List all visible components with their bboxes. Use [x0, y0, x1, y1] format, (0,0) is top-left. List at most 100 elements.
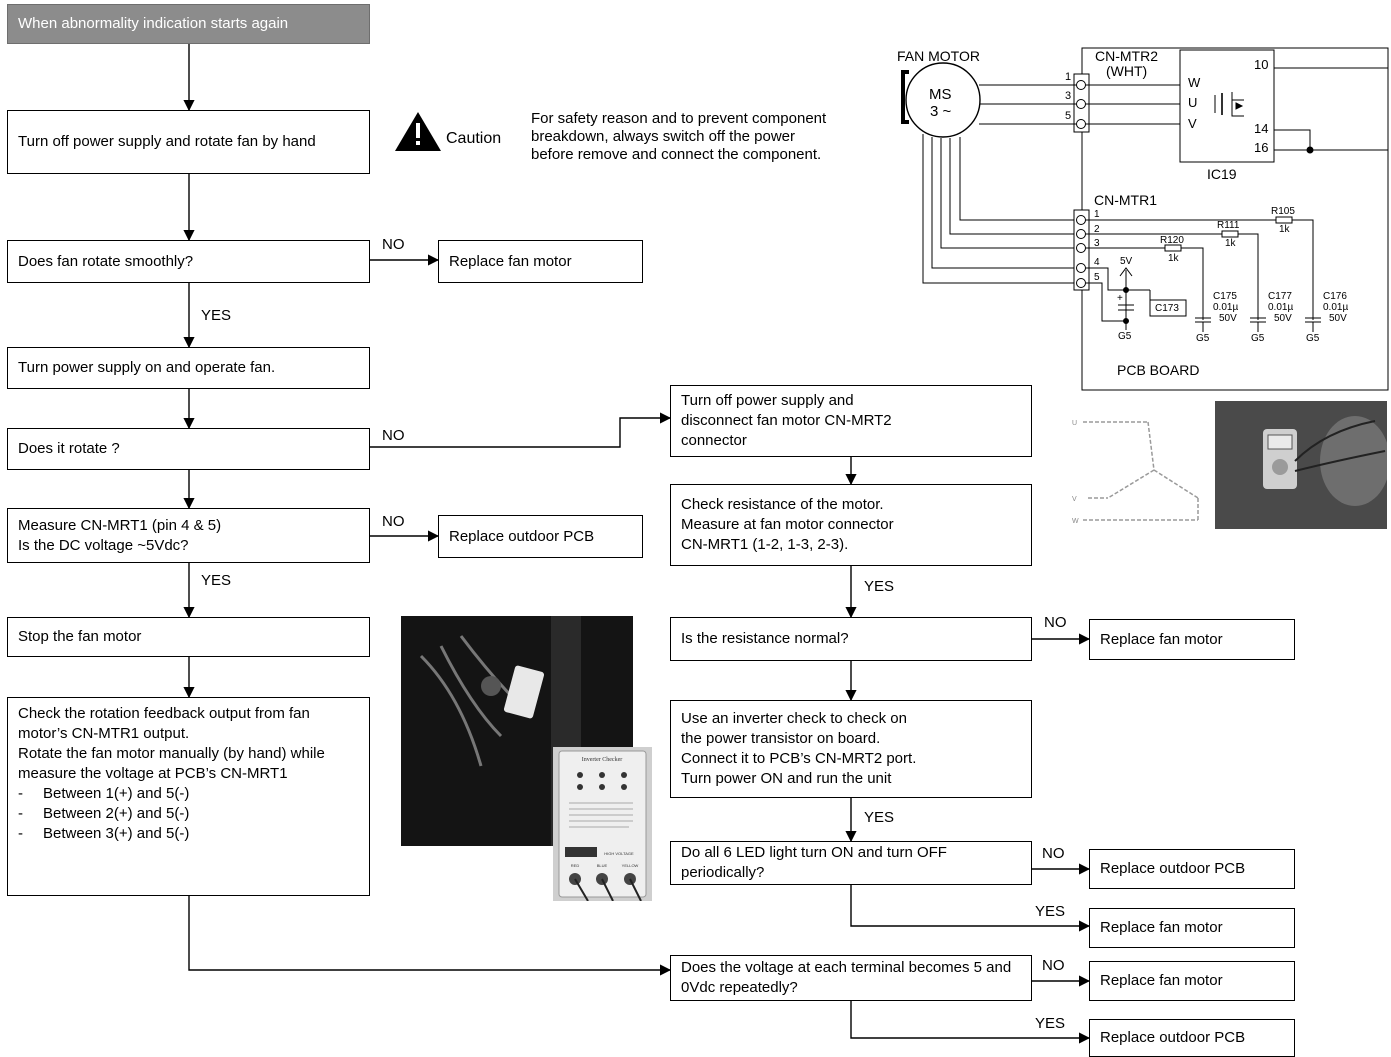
yes-label: YES: [201, 572, 232, 589]
yes-label: YES: [1035, 903, 1066, 920]
feedback-line-1: Check the rotation feedback output from …: [18, 705, 310, 742]
yes-label: YES: [864, 809, 895, 826]
replace-fan-motor-text-4: Replace fan motor: [1100, 972, 1223, 989]
mtr2-pin-label: 3: [1065, 90, 1072, 102]
inverter-checker-title: Inverter Checker: [582, 757, 622, 763]
fan-motor-label: FAN MOTOR: [897, 48, 980, 64]
yes-label: YES: [1035, 1015, 1066, 1032]
power-on-text: Turn power supply on and operate fan.: [18, 359, 276, 376]
schematic-diagram: [901, 47, 1389, 391]
coil-letter-v: V: [1072, 496, 1077, 503]
cn-mtr1-label: CN-MTR1: [1094, 192, 1157, 208]
disconnect-line-2: disconnect fan motor CN-MRT2: [681, 412, 892, 429]
stop-motor-text: Stop the fan motor: [18, 628, 142, 645]
motor-coil-sketch: U V W: [1072, 420, 1199, 525]
inverter-check-line-1: Use an inverter check to check on: [681, 710, 907, 727]
c176-value: 0.01µ: [1323, 302, 1349, 313]
start-text: When abnormality indication starts again: [18, 15, 289, 32]
cn-mtr2-label: CN-MTR2: [1095, 48, 1158, 64]
ic-pin-label: 16: [1254, 140, 1269, 155]
replace-outdoor-pcb-box-2: Replace outdoor PCB: [1089, 849, 1295, 889]
disconnect-box: Turn off power supply and disconnect fan…: [670, 385, 1032, 457]
c177-volt: 50V: [1274, 313, 1292, 324]
c173-label: C173: [1155, 303, 1179, 314]
measure-line-1: Measure CN-MRT1 (pin 4 & 5): [18, 516, 222, 534]
feedback-bullet-3: Between 3(+) and 5(-): [18, 824, 359, 844]
resistance-question-text: Is the resistance normal?: [681, 630, 849, 647]
c175-value: 0.01µ: [1213, 302, 1239, 313]
feedback-line-2: Rotate the fan motor manually (by hand) …: [18, 745, 325, 782]
yes-label: YES: [201, 307, 232, 324]
replace-fan-motor-text-1: Replace fan motor: [449, 252, 572, 270]
c176-volt: 50V: [1329, 313, 1347, 324]
5v-label: 5V: [1120, 256, 1133, 267]
measure-line-2: Is the DC voltage ~5Vdc?: [18, 536, 189, 554]
mtr1-pin-label: 5: [1094, 272, 1100, 283]
mtr1-pin-label: 1: [1094, 209, 1100, 220]
check-resistance-line-2: Measure at fan motor connector: [681, 516, 894, 533]
stop-motor-box: Stop the fan motor: [7, 617, 370, 657]
mtr1-pin-label: 3: [1094, 238, 1100, 249]
smooth-question-text: Does fan rotate smoothly?: [18, 252, 194, 270]
r111-label: R111: [1217, 220, 1240, 231]
ic19-label: IC19: [1207, 166, 1237, 182]
voltage-question-text: Does the voltage at each terminal become…: [681, 959, 1012, 996]
rotate-question-text: Does it rotate ?: [18, 440, 120, 457]
plus-label: +: [1117, 293, 1123, 304]
caution-label: Caution: [446, 130, 502, 147]
no-label: NO: [382, 427, 405, 444]
caution-text: For safety reason and to prevent compone…: [531, 110, 826, 164]
inverter-button-red: RED: [571, 863, 580, 868]
wht-label: (WHT): [1106, 63, 1148, 79]
no-label: NO: [1044, 614, 1067, 631]
coil-letter-u: U: [1072, 420, 1077, 427]
inverter-check-line-3: Connect it to PCB’s CN-MRT2 port.: [681, 750, 917, 767]
ic-pin-label: 10: [1254, 57, 1269, 72]
coil-letter-w: W: [1072, 518, 1079, 525]
arrow-feedback-to-voltage: [188, 896, 672, 976]
warning-icon: [395, 112, 441, 151]
ms-label: MS: [929, 86, 952, 103]
inverter-check-line-2: the power transistor on board.: [681, 730, 881, 747]
replace-outdoor-pcb-box-1: Replace outdoor PCB: [438, 515, 643, 558]
inverter-check-line-4: Turn power ON and run the unit: [681, 770, 892, 787]
ground-label: G5: [1251, 333, 1265, 344]
check-resistance-line-1: Check resistance of the motor.: [681, 496, 884, 513]
feedback-box: Check the rotation feedback output from …: [7, 697, 370, 896]
replace-outdoor-pcb-box-3: Replace outdoor PCB: [1089, 1019, 1295, 1057]
voltage-question-box: Does the voltage at each terminal become…: [670, 955, 1032, 1001]
rotate-by-hand-box: Turn off power supply and rotate fan by …: [7, 110, 370, 174]
replace-outdoor-pcb-text-1: Replace outdoor PCB: [449, 527, 595, 545]
disconnect-line-1: Turn off power supply and: [681, 392, 854, 409]
no-label: NO: [382, 513, 405, 530]
mtr1-pin-label: 2: [1094, 224, 1100, 235]
check-resistance-line-3: CN-MRT1 (1-2, 1-3, 2-3).: [681, 536, 849, 553]
mtr1-pin-label: 4: [1094, 257, 1100, 268]
ground-label: G5: [1196, 333, 1210, 344]
phase-u-label: U: [1188, 95, 1198, 110]
r105-value: 1k: [1279, 224, 1290, 235]
c177-value: 0.01µ: [1268, 302, 1294, 313]
rotate-by-hand-text: Turn off power supply and rotate fan by …: [18, 133, 316, 150]
ic-pin-label: 14: [1254, 121, 1269, 136]
phase-v-label: V: [1188, 116, 1197, 131]
ground-label: G5: [1306, 333, 1320, 344]
multimeter-photo: [1215, 401, 1387, 529]
high-voltage-text: HIGH VOLTAGE: [604, 851, 634, 856]
r111-value: 1k: [1225, 238, 1236, 249]
resistance-question-box: Is the resistance normal?: [670, 617, 1032, 661]
inverter-check-box: Use an inverter check to check on the po…: [670, 700, 1032, 798]
replace-fan-motor-box-2: Replace fan motor: [1089, 619, 1295, 660]
caution-line-2: breakdown, always switch off the power: [531, 128, 796, 145]
arrow-voltage-yes: [850, 1001, 1091, 1044]
r105-label: R105: [1271, 206, 1295, 217]
phase-w-label: W: [1188, 75, 1201, 90]
c175-volt: 50V: [1219, 313, 1237, 324]
inverter-button-blue: BLUE: [597, 863, 608, 868]
disconnect-line-3: connector: [681, 432, 747, 449]
led-question-box: Do all 6 LED light turn ON and turn OFF …: [670, 841, 1032, 885]
check-resistance-box: Check resistance of the motor. Measure a…: [670, 484, 1032, 566]
pcb-board-label: PCB BOARD: [1117, 362, 1200, 378]
measure-box: Measure CN-MRT1 (pin 4 & 5) Is the DC vo…: [7, 508, 370, 563]
caution-line-1: For safety reason and to prevent compone…: [531, 110, 827, 127]
